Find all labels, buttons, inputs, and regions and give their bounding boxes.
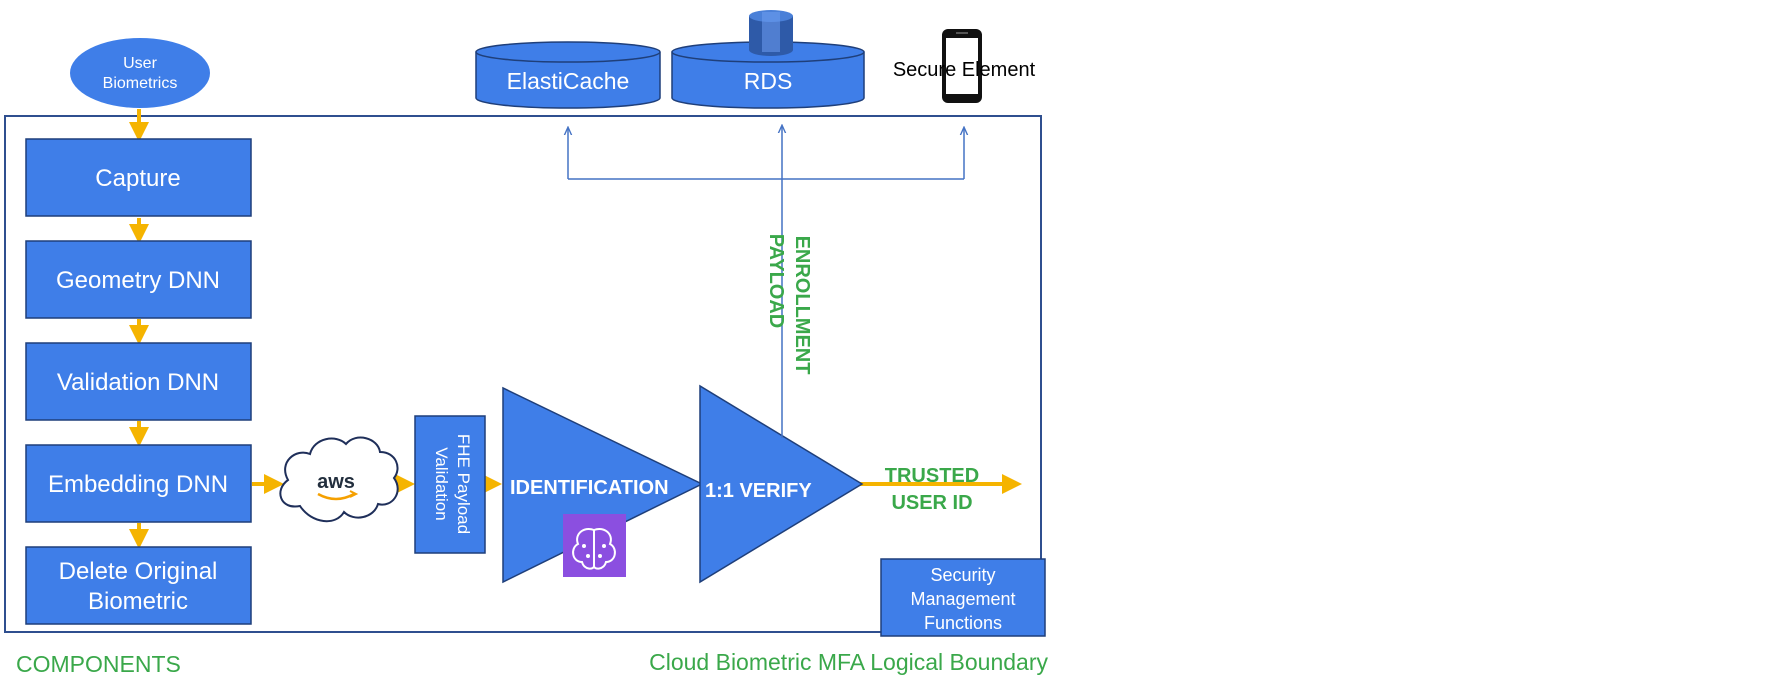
user-biometrics-label-line1: User xyxy=(123,55,157,72)
secure-element-label: Secure Element xyxy=(893,59,1036,81)
components-caption: COMPONENTS xyxy=(16,651,181,677)
pipeline-arrows xyxy=(129,109,1022,549)
enrollment-label-line2: PAYLOAD xyxy=(765,234,787,328)
fhe-payload-validation-box xyxy=(414,415,486,554)
capture-label: Capture xyxy=(95,165,180,192)
rds-label: RDS xyxy=(744,68,793,94)
security-label-line1: Security xyxy=(930,565,995,585)
security-label-line2: Management xyxy=(910,589,1015,609)
delete-original-label-line1: Delete Original xyxy=(59,558,218,585)
verify-triangle xyxy=(699,384,864,584)
enrollment-connectors xyxy=(568,126,964,438)
delete-original-box xyxy=(25,546,252,625)
smartphone-icon xyxy=(942,29,982,103)
user-biometrics-node xyxy=(70,38,210,108)
aws-cloud-icon: aws xyxy=(279,436,399,522)
trusted-user-id-line2: USER ID xyxy=(891,492,972,514)
user-biometrics-label-line2: Biometrics xyxy=(103,75,178,92)
trusted-user-id-line1: TRUSTED xyxy=(885,465,979,487)
fhe-label-line1: FHE Payload xyxy=(454,434,473,534)
enrollment-label-line1: ENROLLMENT xyxy=(791,236,813,375)
security-label-line3: Functions xyxy=(924,613,1002,633)
verify-label: 1:1 VERIFY xyxy=(705,480,812,502)
elasticache-store: ElastiCache xyxy=(475,41,661,109)
identification-label: IDENTIFICATION xyxy=(510,477,669,499)
security-management-box xyxy=(880,558,1046,637)
fhe-label-line2: Validation xyxy=(432,447,451,520)
aws-cloud-label: aws xyxy=(317,471,355,493)
rds-store: RDS xyxy=(671,41,865,109)
validation-dnn-box xyxy=(25,342,252,421)
database-cylinder-icon xyxy=(749,10,793,56)
geometry-dnn-label: Geometry DNN xyxy=(56,267,220,294)
brain-chip-icon xyxy=(563,514,626,577)
logical-boundary xyxy=(4,115,1042,633)
geometry-dnn-box xyxy=(25,240,252,319)
validation-dnn-label: Validation DNN xyxy=(57,369,219,396)
boundary-caption: Cloud Biometric MFA Logical Boundary xyxy=(649,649,1048,675)
embedding-dnn-box xyxy=(25,444,252,523)
capture-box xyxy=(25,138,252,217)
elasticache-label: ElastiCache xyxy=(507,68,630,94)
delete-original-label-line2: Biometric xyxy=(88,588,188,615)
embedding-dnn-label: Embedding DNN xyxy=(48,471,228,498)
